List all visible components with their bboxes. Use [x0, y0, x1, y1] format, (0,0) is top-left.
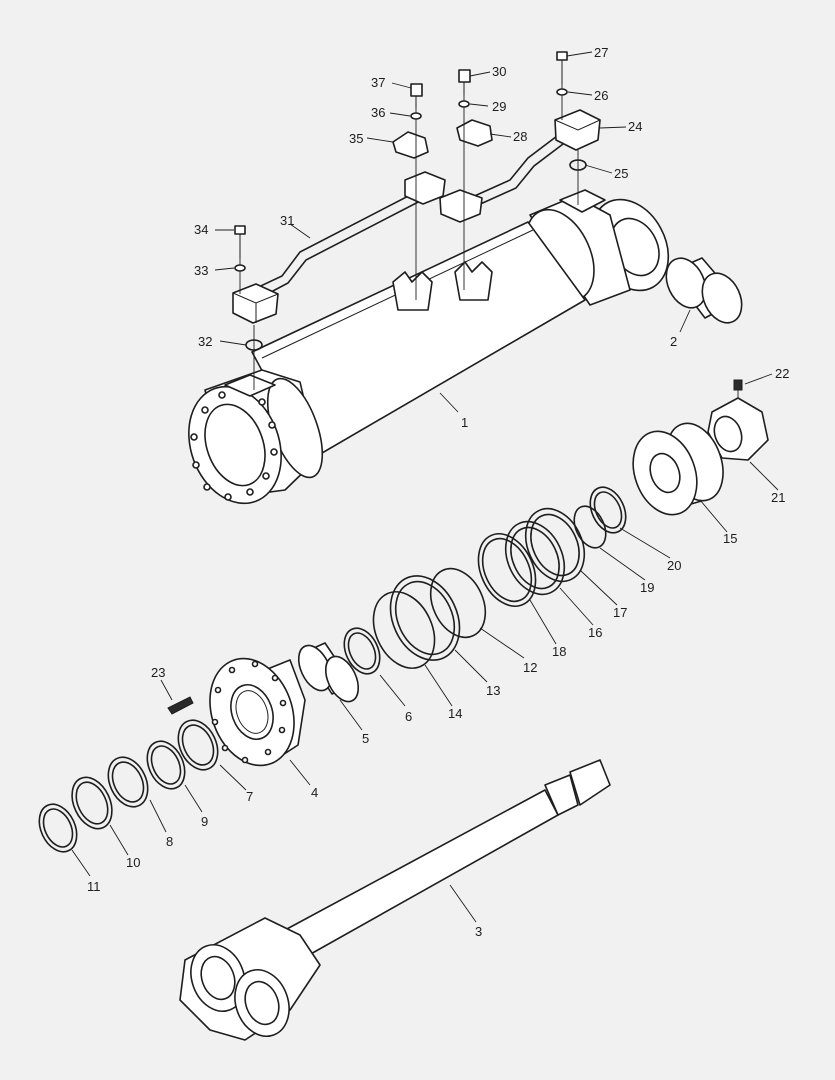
callout-12: 12: [523, 660, 537, 675]
callout-21: 21: [771, 490, 785, 505]
rod-bushing: [297, 642, 360, 703]
callout-35: 35: [349, 131, 363, 146]
callout-28: 28: [513, 129, 527, 144]
piston: [632, 422, 724, 516]
callout-9: 9: [201, 814, 208, 829]
callout-29: 29: [492, 99, 506, 114]
callout-37: 37: [371, 75, 385, 90]
callout-7: 7: [246, 789, 253, 804]
callout-30: 30: [492, 64, 506, 79]
callout-26: 26: [594, 88, 608, 103]
callout-22: 22: [775, 366, 789, 381]
rod-seals: [38, 719, 219, 853]
callout-36: 36: [371, 105, 385, 120]
callout-19: 19: [640, 580, 654, 595]
callout-11: 11: [87, 879, 101, 894]
cylinder-head: [167, 657, 306, 767]
callout-27: 27: [594, 45, 608, 60]
callout-3: 3: [475, 924, 482, 939]
pipe-assembly: [232, 109, 601, 324]
callout-25: 25: [614, 166, 628, 181]
callout-4: 4: [311, 785, 318, 800]
callout-32: 32: [198, 334, 212, 349]
piston-nut: [707, 379, 769, 461]
callout-16: 16: [588, 625, 602, 640]
callout-31: 31: [280, 213, 294, 228]
callout-24: 24: [628, 119, 642, 134]
callout-33: 33: [194, 263, 208, 278]
callout-2: 2: [670, 334, 677, 349]
callout-20: 20: [667, 558, 681, 573]
callout-15: 15: [723, 531, 737, 546]
callout-1: 1: [461, 415, 468, 430]
piston-rod: [179, 759, 611, 1041]
callout-34: 34: [194, 222, 208, 237]
fasteners-top: [234, 51, 587, 351]
callout-14: 14: [448, 706, 462, 721]
cylinder-tube: [188, 189, 670, 505]
callout-18: 18: [552, 644, 566, 659]
callout-5: 5: [362, 731, 369, 746]
seal-rings: [343, 486, 627, 675]
callout-10: 10: [126, 855, 140, 870]
callout-labels: 1 2 3 4 5 6 7 8 9 10 11 12 13 14 15 16 1…: [87, 45, 789, 939]
callout-17: 17: [613, 605, 627, 620]
leader-lines: [71, 51, 779, 923]
callout-23: 23: [151, 665, 165, 680]
callout-8: 8: [166, 834, 173, 849]
bushing: [665, 257, 743, 324]
callout-13: 13: [486, 683, 500, 698]
callout-6: 6: [405, 709, 412, 724]
